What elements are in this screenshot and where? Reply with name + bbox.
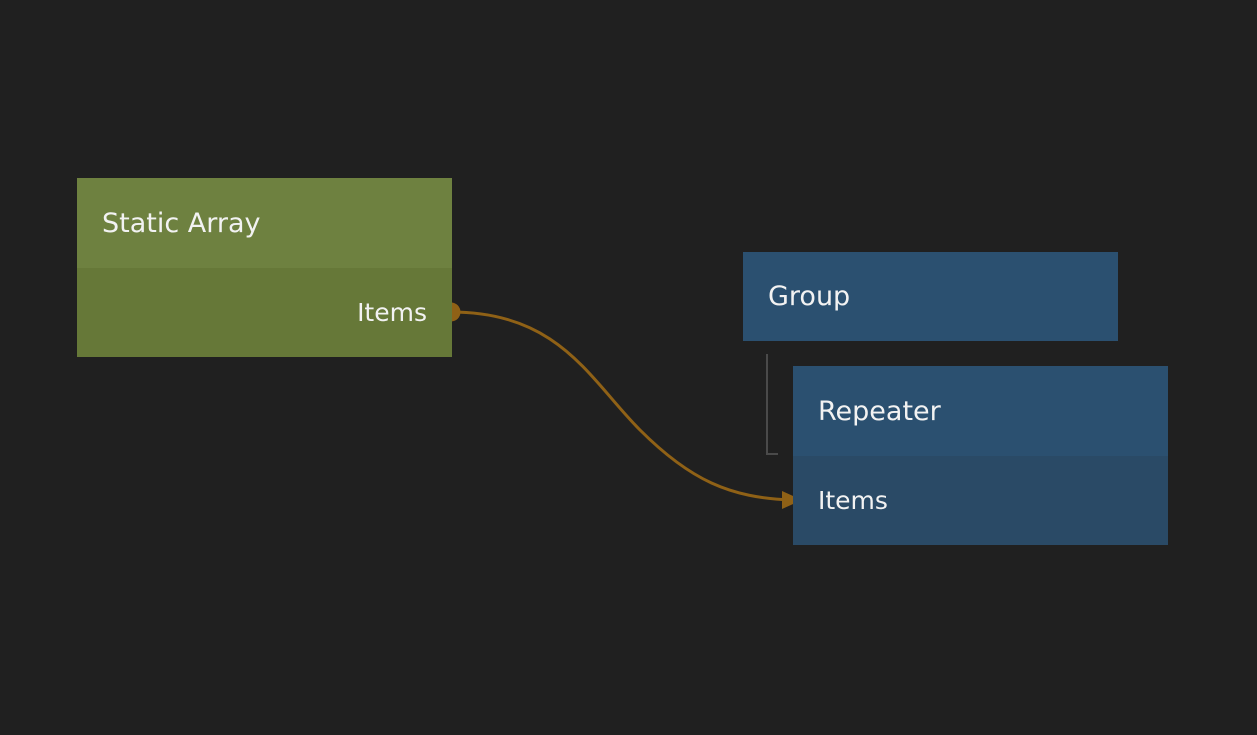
repeater-node[interactable]: Repeater Items [793,366,1168,545]
hierarchy-bracket [766,354,778,455]
group-title: Group [743,252,1118,341]
repeater-items-input[interactable]: Items [793,456,1168,545]
static-array-title: Static Array [77,178,452,268]
connection-wire[interactable] [450,310,793,502]
input-port-label: Items [818,486,888,515]
output-port-label: Items [357,298,427,327]
repeater-title: Repeater [793,366,1168,456]
group-node[interactable]: Group [743,252,1118,341]
static-array-items-output[interactable]: Items [77,268,452,357]
static-array-node[interactable]: Static Array Items [77,178,452,357]
